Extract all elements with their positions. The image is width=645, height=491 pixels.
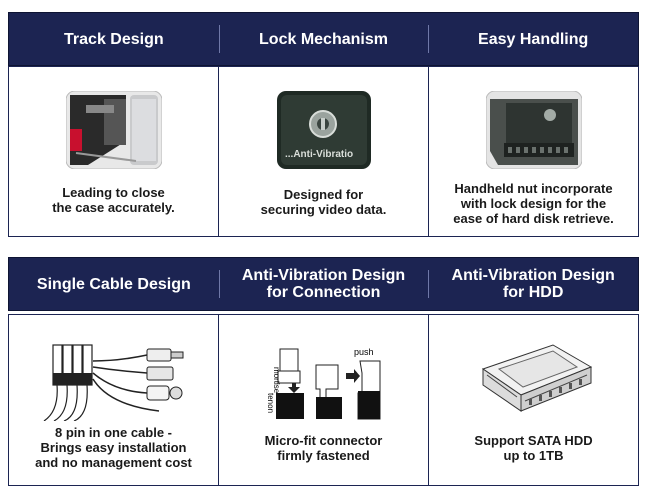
feature-track-design: Leading to close the case accurately. <box>9 67 218 236</box>
feature-lock-mechanism: ...Anti-Vibratio Designed for securing v… <box>218 67 428 236</box>
caption-line: Brings easy installation <box>40 440 187 455</box>
feature-anti-vibration-hdd: Support SATA HDD up to 1TB <box>428 315 638 485</box>
caption-line: Designed for <box>283 187 364 202</box>
tenon-label: tenon <box>266 393 275 413</box>
header-track-design: Track Design <box>64 30 164 48</box>
caption-line: firmly fastened <box>277 448 370 463</box>
caption-line: Leading to close <box>62 185 165 200</box>
connector-diagram: mortise tenon push <box>254 343 394 428</box>
feature-single-cable: 8 pin in one cable - Brings easy install… <box>9 315 218 485</box>
cable-photo <box>39 331 189 426</box>
track-design-photo <box>65 90 162 174</box>
lock-mechanism-photo: ...Anti-Vibratio <box>276 91 371 174</box>
caption-line: and no management cost <box>35 455 192 470</box>
hdd-tray-drawing <box>469 339 599 426</box>
caption-line: 8 pin in one cable - <box>54 425 173 440</box>
caption-line: Handheld nut incorporate <box>454 181 613 196</box>
feature-body: Leading to close the case accurately. ..… <box>8 66 639 237</box>
feature-anti-vibration-connection: mortise tenon push Micro-fit connector f… <box>218 315 428 485</box>
header-single-cable-design: Single Cable Design <box>36 275 191 293</box>
feature-header-bar: Single Cable Design Anti-Vibration Desig… <box>8 257 639 311</box>
caption-line: Micro-fit connector <box>264 433 383 448</box>
feature-body: 8 pin in one cable - Brings easy install… <box>8 314 639 486</box>
caption-line: the case accurately. <box>52 200 175 215</box>
caption-line: up to 1TB <box>503 448 564 463</box>
easy-handling-photo <box>485 90 582 174</box>
caption-line: Support SATA HDD <box>474 433 593 448</box>
caption-line: with lock design for the <box>460 196 607 211</box>
push-label: push <box>354 347 374 357</box>
feature-header-bar: Track Design Lock Mechanism Easy Handlin… <box>8 12 639 66</box>
mortise-label: mortise <box>272 367 281 394</box>
caption-line: securing video data. <box>260 202 387 217</box>
photo-lettering: ...Anti-Vibratio <box>285 149 353 160</box>
feature-easy-handling: Handheld nut incorporate with lock desig… <box>428 67 638 236</box>
caption-line: ease of hard disk retrieve. <box>453 211 614 226</box>
header-lock-mechanism: Lock Mechanism <box>218 13 429 65</box>
header-easy-handling: Easy Handling <box>428 13 638 65</box>
